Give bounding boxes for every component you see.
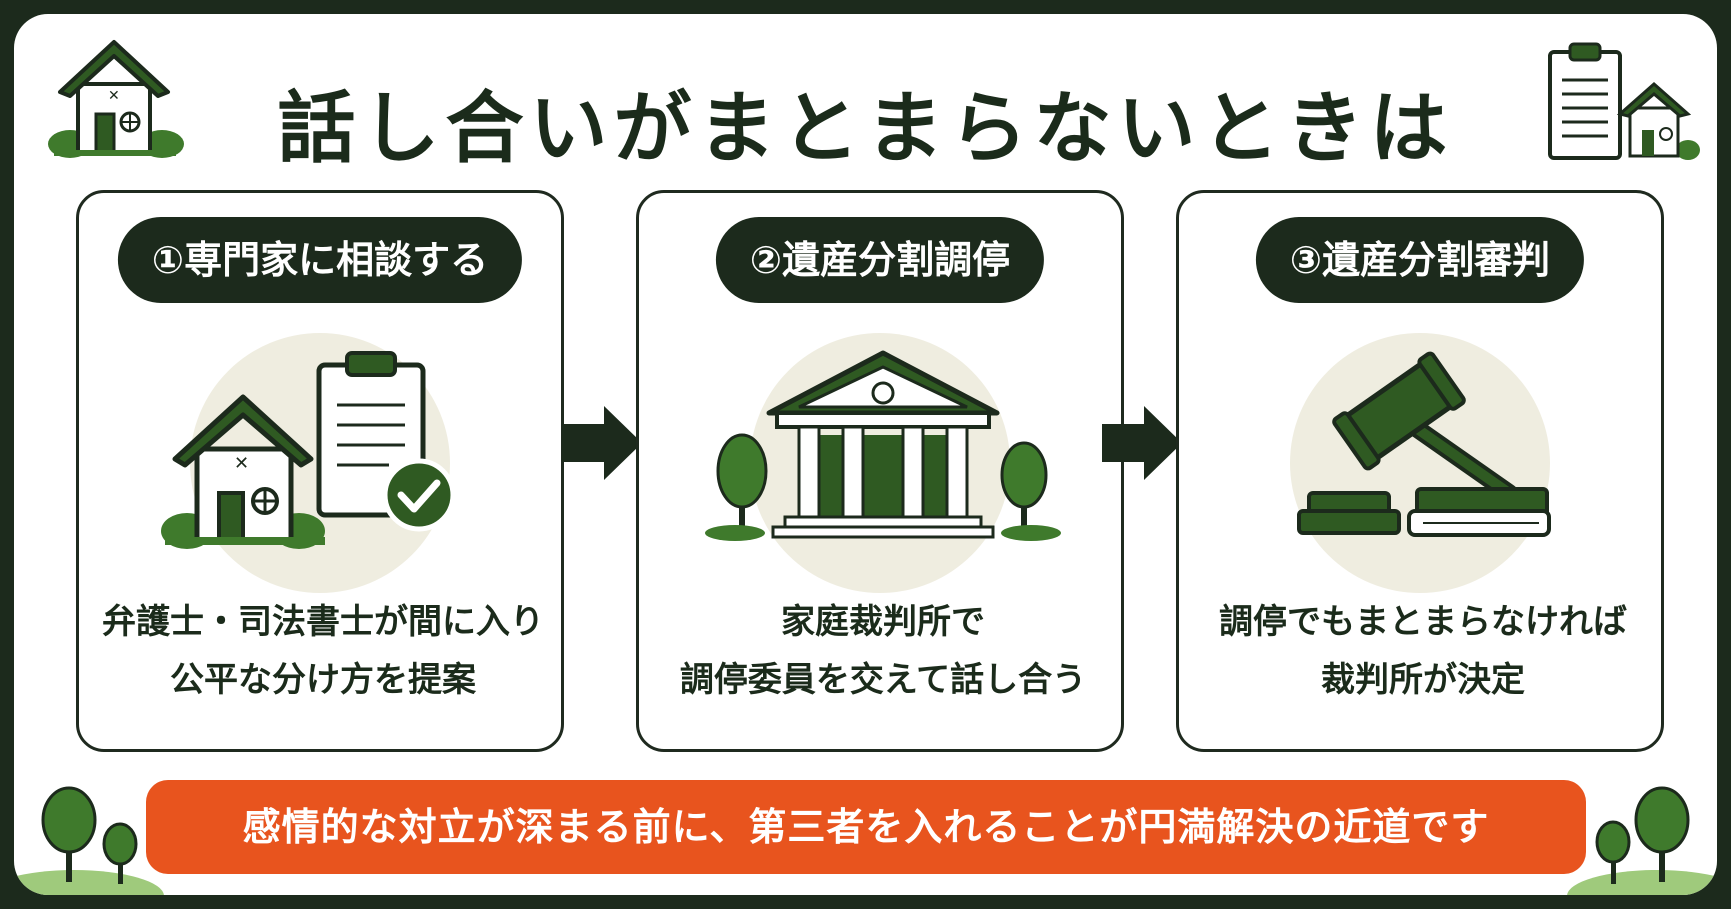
gavel-icon xyxy=(1297,351,1518,535)
arrow-right-icon xyxy=(1102,406,1182,480)
svg-text:✕: ✕ xyxy=(234,453,249,474)
step-card-consult: ①専門家に相談する ✕ xyxy=(76,190,564,752)
tree-icon xyxy=(705,433,1061,541)
house-clipboard-illustration: ✕ xyxy=(161,351,456,549)
step-description: 調停でもまとまらなければ 裁判所が決定 xyxy=(1219,602,1627,700)
step-card-mediation: ②遺産分割調停 xyxy=(636,190,1124,752)
infographic-frame: ✕ 話し合いがまとまらないときは ①専門家に相談する xyxy=(14,14,1717,895)
svg-text:✕: ✕ xyxy=(108,88,120,104)
step-label: ①専門家に相談する xyxy=(117,217,523,303)
page-title: 話し合いがまとまらないときは xyxy=(277,84,1454,174)
courthouse-icon xyxy=(766,350,1000,539)
gavel-illustration xyxy=(1297,351,1551,537)
step-label: ②遺産分割調停 xyxy=(715,217,1045,303)
advice-banner: 感情的な対立が深まる前に、第三者を入れることが円満解決の近道です xyxy=(146,780,1586,874)
house-icon: ✕ xyxy=(161,394,325,549)
checkmark-icon xyxy=(382,458,456,532)
arrow-right-icon xyxy=(562,406,642,480)
step-label: ③遺産分割審判 xyxy=(1255,217,1585,303)
step-description: 家庭裁判所で 調停委員を交えて話し合う xyxy=(679,602,1087,700)
clipboard-icon xyxy=(1548,42,1700,160)
book-icon xyxy=(1407,487,1551,537)
step-description: 弁護士・司法書士が間に入り 公平な分け方を提案 xyxy=(102,602,544,700)
courthouse-illustration xyxy=(705,350,1061,541)
house-icon: ✕ xyxy=(48,40,184,158)
tree-icon xyxy=(14,786,164,895)
step-card-trial: ③遺産分割審判 調停でもまとまらなければ 裁判所が決 xyxy=(1176,190,1664,752)
tree-icon xyxy=(1567,786,1717,895)
